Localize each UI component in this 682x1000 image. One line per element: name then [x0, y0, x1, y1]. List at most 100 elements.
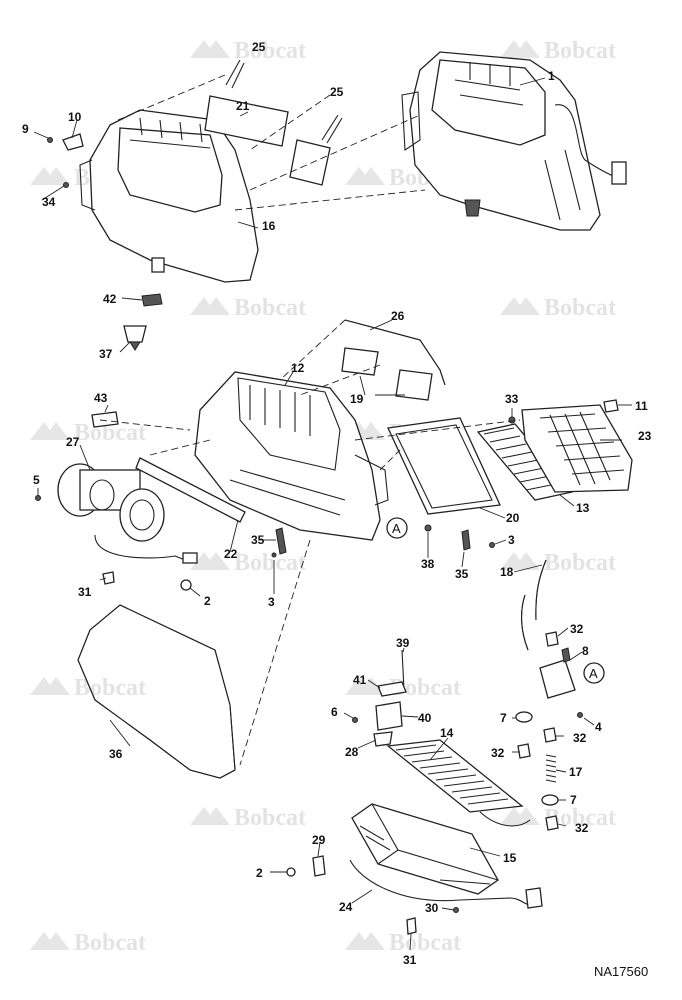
clamp-42 [141, 293, 163, 307]
callout-4: 4 [595, 720, 602, 734]
actuator-40 [375, 701, 403, 731]
watermark-text: Bobcat [234, 295, 306, 321]
callout-38: 38 [421, 557, 435, 571]
filter-panel-21 [204, 95, 289, 147]
watermark-logo [500, 297, 540, 315]
callout-31: 31 [78, 585, 92, 599]
rod-25-left [225, 59, 245, 89]
callout-3: 3 [268, 595, 275, 609]
callout-35: 35 [251, 533, 265, 547]
leader-lines [33, 77, 632, 951]
callout-19: 19 [350, 392, 364, 406]
watermark-logo [500, 40, 540, 58]
watermark-text: Bobcat [234, 550, 306, 576]
callout-18: 18 [500, 565, 514, 579]
callout-15: 15 [503, 851, 517, 865]
strip-22 [135, 457, 246, 523]
rod-25-right [321, 114, 343, 144]
grommet-2-bottom [286, 867, 296, 877]
callout-2: 2 [204, 594, 211, 608]
callout-32: 32 [573, 731, 587, 745]
callout-30: 30 [425, 901, 439, 915]
clip-35-left [275, 527, 287, 555]
callout-32: 32 [575, 821, 589, 835]
watermark-logo [190, 552, 230, 570]
screw-4 [577, 712, 583, 718]
callout-23: 23 [638, 429, 652, 443]
callout-14: 14 [440, 726, 454, 740]
clip-11 [603, 399, 619, 413]
callout-26: 26 [391, 309, 405, 323]
callout-8: 8 [582, 644, 589, 658]
nut-38 [424, 524, 432, 532]
callout-1: 1 [548, 69, 555, 83]
clip-35-right [461, 529, 471, 551]
connector-harness [525, 887, 543, 909]
drain-valve-37 [123, 325, 147, 343]
grille-23 [521, 404, 633, 493]
callout-27: 27 [66, 435, 80, 449]
drawing-number: NA17560 [594, 964, 648, 979]
bracket-28 [373, 731, 393, 747]
seal-19-b [395, 369, 433, 401]
clamp-32-c [517, 743, 531, 759]
watermark-logo [500, 552, 540, 570]
watermark-logo [345, 932, 385, 950]
callout-35: 35 [455, 567, 469, 581]
clip-10 [62, 133, 84, 151]
seal-19-a [341, 347, 379, 376]
clamp-32-b [543, 727, 557, 743]
callout-2: 2 [256, 866, 263, 880]
screw-39 [401, 649, 405, 691]
grommet-7-b [541, 794, 559, 806]
callout-33: 33 [505, 392, 519, 406]
evaporator-15 [351, 803, 499, 895]
connector-a-right: A [583, 662, 605, 684]
fastener-33 [508, 416, 516, 424]
grommet-7-a [515, 711, 533, 723]
callout-37: 37 [99, 347, 113, 361]
filter-panel-small [289, 139, 331, 186]
frame-20 [387, 417, 501, 515]
watermark-text: Bobcat [544, 550, 616, 576]
callout-28: 28 [345, 745, 359, 759]
callout-layer: 1 2 2 3 3 4 5 6 7 7 8 9 10 11 12 13 14 1… [22, 40, 652, 967]
clip-31-left [102, 571, 115, 585]
callout-31: 31 [403, 953, 417, 967]
watermark-logo [30, 167, 70, 185]
callout-43: 43 [94, 391, 108, 405]
screw-3-left [271, 552, 277, 558]
hvac-housing-assembly [401, 51, 627, 231]
connector-a-left: A [386, 517, 408, 539]
callout-24: 24 [339, 900, 353, 914]
callout-6: 6 [331, 705, 338, 719]
lower-housing-12 [194, 371, 389, 541]
callout-41: 41 [353, 673, 367, 687]
callout-7: 7 [570, 793, 577, 807]
callout-20: 20 [506, 511, 520, 525]
watermark-text: Bobcat [74, 675, 146, 701]
clip-31-bottom [406, 917, 417, 935]
screw-3-right [489, 542, 495, 548]
callout-21: 21 [236, 99, 250, 113]
tie-30 [453, 907, 459, 913]
watermark-text: Bobcat [544, 38, 616, 64]
callout-32: 32 [570, 622, 584, 636]
bracket-41 [377, 681, 407, 697]
blower-motor-27 [57, 463, 198, 564]
callout-39: 39 [396, 636, 410, 650]
clamp-32-d [545, 815, 559, 831]
watermark-logo [345, 677, 385, 695]
spring-17 [545, 754, 557, 783]
harness-24 [349, 859, 531, 906]
callout-29: 29 [312, 833, 326, 847]
watermark-logo [30, 422, 70, 440]
watermark-text: Bobcat [74, 930, 146, 956]
callout-34: 34 [42, 195, 56, 209]
sensor-29 [312, 855, 326, 877]
watermark-logo [190, 297, 230, 315]
watermark-logo [190, 40, 230, 58]
screw-9 [47, 137, 53, 143]
callout-10: 10 [68, 110, 82, 124]
